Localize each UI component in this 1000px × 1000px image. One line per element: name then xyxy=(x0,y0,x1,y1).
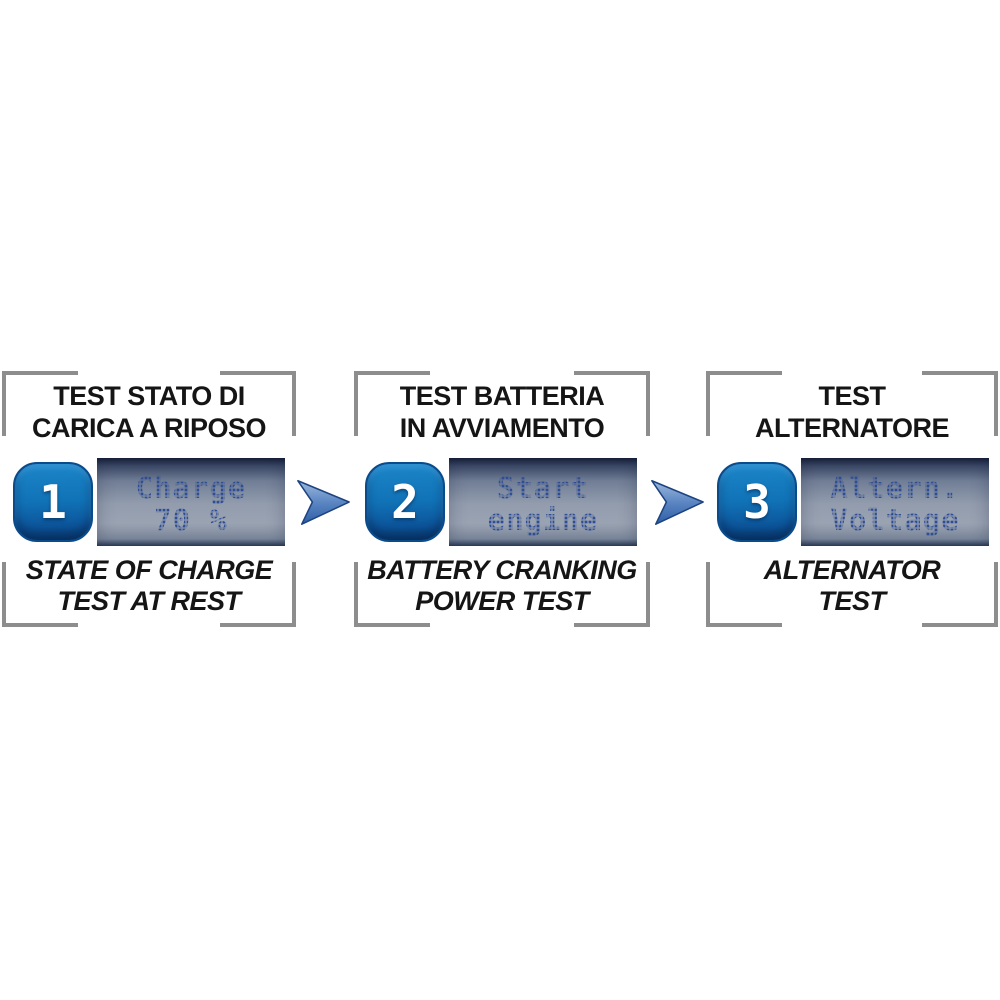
subtitle-line-1: STATE OF CHARGE xyxy=(25,555,273,585)
step-number-badge: 2 xyxy=(365,462,445,542)
step-number: 1 xyxy=(39,475,67,529)
frame-bracket-top-right xyxy=(220,371,296,436)
frame-bracket-bottom-left xyxy=(354,562,430,627)
lcd-screen: Start engine xyxy=(449,458,637,546)
step-panel-3: TEST ALTERNATORE 3 Altern. Voltage ALTER… xyxy=(706,371,998,627)
step-title-english: STATE OF CHARGE TEST AT REST xyxy=(2,555,296,617)
subtitle-line-2: POWER TEST xyxy=(415,586,589,616)
step-title-italian: TEST BATTERIA IN AVVIAMENTO xyxy=(354,380,650,444)
step-number: 3 xyxy=(743,475,771,529)
lcd-screen: Altern. Voltage xyxy=(801,458,989,546)
frame-bracket-bottom-right xyxy=(922,562,998,627)
step-panel-2: TEST BATTERIA IN AVVIAMENTO 2 Start engi… xyxy=(354,371,650,627)
title-line-2: ALTERNATORE xyxy=(755,413,950,443)
lcd-screen: Charge 70 % xyxy=(97,458,285,546)
step-number-badge: 3 xyxy=(717,462,797,542)
frame-bracket-bottom-left xyxy=(706,562,782,627)
arrow-right-icon xyxy=(297,480,350,525)
lcd-line-2: Voltage xyxy=(830,503,960,537)
frame-bracket-top-right xyxy=(574,371,650,436)
step-number: 2 xyxy=(391,475,419,529)
title-line-1: TEST BATTERIA xyxy=(399,381,605,411)
subtitle-line-1: ALTERNATOR xyxy=(763,555,941,585)
frame-bracket-top-left xyxy=(354,371,430,436)
lcd-line-1: Altern. xyxy=(830,471,960,505)
frame-bracket-top-left xyxy=(2,371,78,436)
lcd-line-2: 70 % xyxy=(154,503,228,537)
step-panel-1: TEST STATO DI CARICA A RIPOSO 1 Charge 7… xyxy=(2,371,296,627)
lcd-line-1: Start xyxy=(496,471,590,505)
frame-bracket-bottom-left xyxy=(2,562,78,627)
title-line-1: TEST STATO DI xyxy=(53,381,245,411)
title-line-2: CARICA A RIPOSO xyxy=(31,413,267,443)
title-line-1: TEST xyxy=(818,381,886,411)
frame-bracket-bottom-right xyxy=(574,562,650,627)
subtitle-line-2: TEST xyxy=(818,586,886,616)
subtitle-line-1: BATTERY CRANKING xyxy=(367,555,637,585)
lcd-line-1: Charge xyxy=(135,471,247,505)
step-title-english: ALTERNATOR TEST xyxy=(706,555,998,617)
frame-bracket-top-left xyxy=(706,371,782,436)
step-title-english: BATTERY CRANKING POWER TEST xyxy=(354,555,650,617)
step-title-italian: TEST ALTERNATORE xyxy=(706,380,998,444)
step-title-italian: TEST STATO DI CARICA A RIPOSO xyxy=(2,380,296,444)
lcd-line-2: engine xyxy=(487,503,599,537)
step-number-badge: 1 xyxy=(13,462,93,542)
title-line-2: IN AVVIAMENTO xyxy=(399,413,605,443)
arrow-right-icon xyxy=(651,480,704,525)
frame-bracket-top-right xyxy=(922,371,998,436)
frame-bracket-bottom-right xyxy=(220,562,296,627)
subtitle-line-2: TEST AT REST xyxy=(57,586,242,616)
